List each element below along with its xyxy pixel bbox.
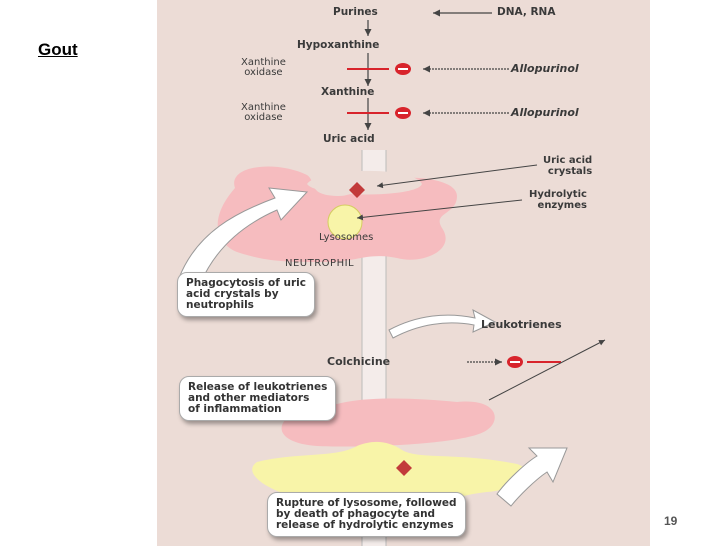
label-purines: Purines	[333, 6, 378, 18]
label-colchicine: Colchicine	[327, 355, 391, 368]
box-release: Release of leukotrienes and other mediat…	[179, 376, 337, 421]
label-xanthine: Xanthine	[321, 86, 375, 98]
label-dna-rna: DNA, RNA	[497, 6, 556, 18]
slide-title: Gout	[38, 40, 78, 59]
label-neutrophil: NEUTROPHIL	[285, 258, 355, 269]
inflammation-pointer	[488, 339, 606, 401]
crystal-lower	[396, 460, 412, 476]
label-hypoxanthine: Hypoxanthine	[297, 39, 380, 51]
phagocytic-vacuole	[307, 170, 422, 195]
label-lysosomes: Lysosomes	[319, 232, 374, 243]
label-allopurinol-1: Allopurinol	[511, 62, 579, 75]
label-leukotrienes: Leukotrienes	[481, 318, 562, 331]
label-allopurinol-2: Allopurinol	[511, 106, 579, 119]
lysosome	[327, 204, 363, 240]
enzymes-pointer	[356, 199, 523, 221]
crystals-pointer	[376, 164, 538, 189]
box-rupture: Rupture of lysosome, followed by death o…	[267, 492, 466, 537]
label-uric-acid: Uric acid	[323, 133, 375, 145]
page-number: 19	[664, 514, 678, 528]
leukotrienes-arrow	[388, 309, 497, 339]
rupture-arrow	[496, 447, 568, 507]
phagocytosis-arrow	[178, 187, 309, 283]
uric-acid-crystal	[349, 182, 365, 198]
box-phagocytosis: Phagocytosis of uric acid crystals by ne…	[177, 272, 315, 317]
